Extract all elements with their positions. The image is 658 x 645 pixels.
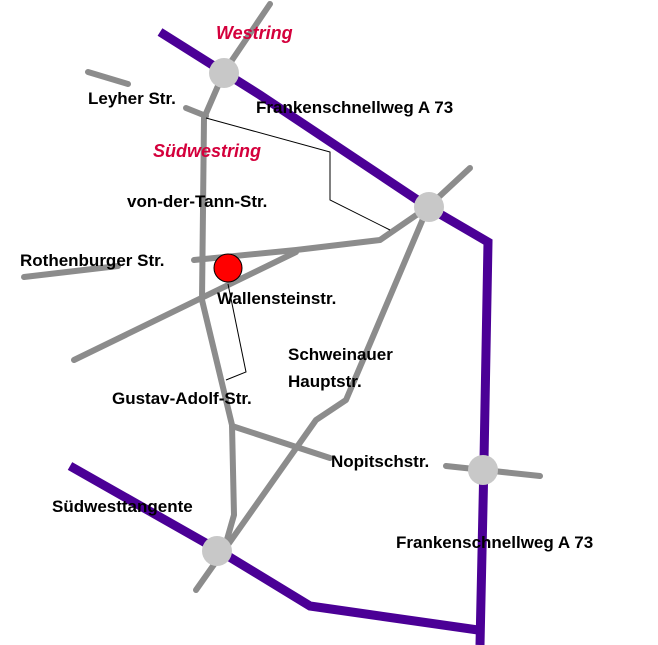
road-nopitschstr: [229, 423, 333, 461]
label-gustav-adolf-str: Gustav-Adolf-Str.: [112, 389, 252, 408]
label-leyher-str: Leyher Str.: [88, 89, 176, 108]
road-leyher-str-2: [183, 105, 209, 119]
highways: [67, 28, 493, 645]
label-von-der-tann-str: von-der-Tann-Str.: [127, 192, 267, 211]
label-wallensteinstr: Wallensteinstr.: [217, 289, 336, 308]
label-nopitschstr: Nopitschstr.: [331, 452, 429, 471]
road-rothenburger-str-2: [191, 204, 431, 263]
connector-leyher: [205, 117, 391, 231]
label-suedwestring: Südwestring: [153, 141, 261, 161]
location-marker[interactable]: [213, 253, 243, 283]
road-leyher-str: [85, 69, 131, 87]
label-schweinauer: Schweinauer: [288, 345, 393, 364]
junction-suedwesttangente[interactable]: [202, 536, 232, 566]
label-frankenschnellweg-north: Frankenschnellweg A 73: [256, 98, 453, 117]
road-rothenburger-str: [21, 263, 121, 280]
connector-lines: [205, 117, 391, 381]
highway-suedwesttangente: [67, 462, 479, 635]
label-frankenschnellweg-south: Frankenschnellweg A 73: [396, 533, 593, 552]
label-westring: Westring: [216, 23, 293, 43]
junctions: [202, 58, 498, 566]
label-rothenburger-str: Rothenburger Str.: [20, 251, 165, 270]
labels: Westring Leyher Str. Frankenschnellweg A…: [20, 23, 593, 552]
label-suedwesttangente: Südwesttangente: [52, 497, 193, 516]
junction-a73-rothenburger[interactable]: [414, 192, 444, 222]
road-diagonal: [71, 249, 299, 363]
junction-a73-nopitsch[interactable]: [468, 455, 498, 485]
highway-a73-north: [157, 28, 493, 645]
road-schweinauer-hauptstr: [193, 204, 431, 593]
label-hauptstr: Hauptstr.: [288, 372, 362, 391]
junction-westring[interactable]: [209, 58, 239, 88]
connector-wallenstein: [225, 283, 247, 381]
